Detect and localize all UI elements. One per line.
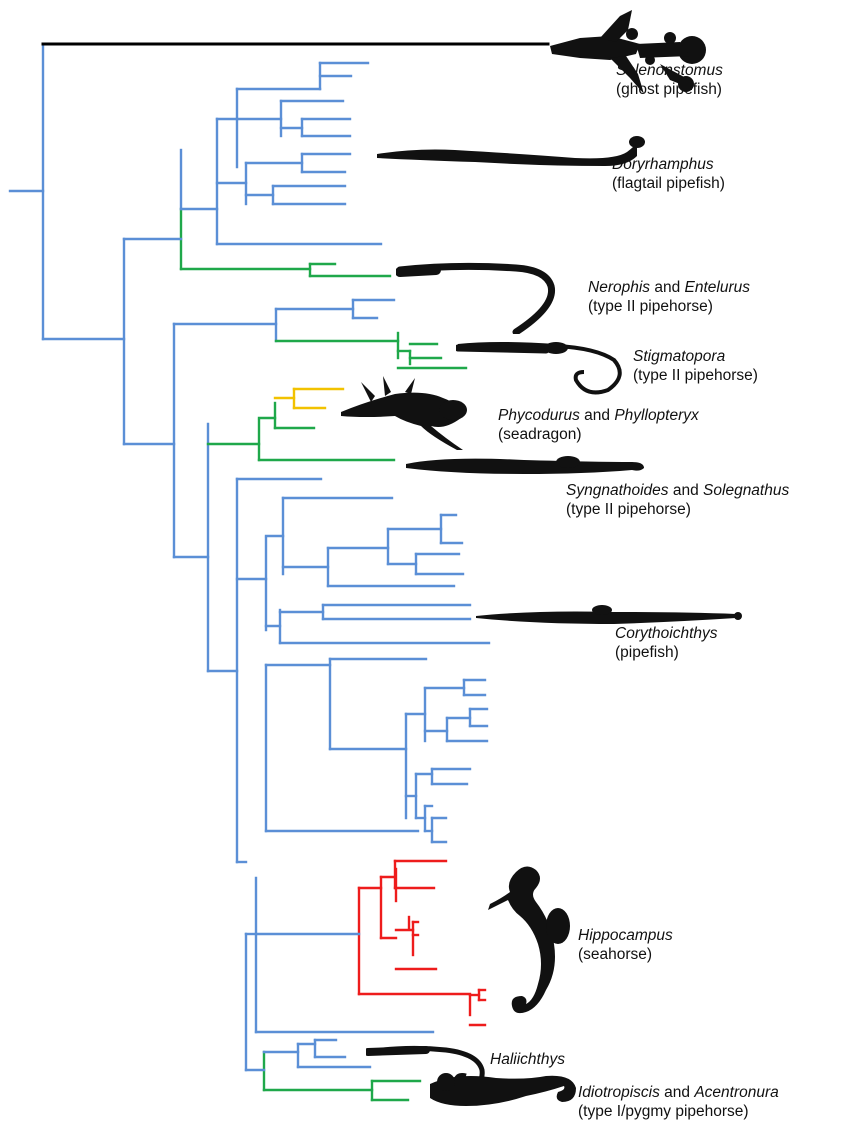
pipehorse-silhouette [404,450,650,478]
common-syngnathoides: (type II pipehorse) [566,501,691,518]
genus-nerophis: Nerophis [588,279,650,296]
genus-syngnathoides: Syngnathoides [566,482,669,499]
joiner-phycodurus: and [580,407,614,424]
common-idiotropiscis: (type I/pygmy pipehorse) [578,1103,749,1120]
genus-phycodurus: Phycodurus [498,407,580,424]
label-hippocampus: Hippocampus (seahorse) [578,926,673,964]
label-phycodurus: Phycodurus and Phyllopteryx (seadragon) [498,406,699,444]
genus-acentronura: Acentronura [694,1084,778,1101]
label-idiotropiscis: Idiotropiscis and Acentronura (type I/py… [578,1083,779,1121]
common-stigmatopora: (type II pipehorse) [633,367,758,384]
pipefish-silhouette [474,604,744,630]
common-nerophis: (type II pipehorse) [588,298,713,315]
label-nerophis: Nerophis and Entelurus (type II pipehors… [588,278,750,316]
genus-idiotropiscis: Idiotropiscis [578,1084,660,1101]
pygmy-pipehorse-silhouette [426,1062,586,1118]
seahorse-silhouette [486,860,578,1032]
genus-hippocampus: Hippocampus [578,927,673,944]
common-corythoichthys: (pipefish) [615,644,679,661]
genus-stigmatopora: Stigmatopora [633,348,725,365]
genus-phyllopteryx: Phyllopteryx [614,407,698,424]
label-syngnathoides: Syngnathoides and Solegnathus (type II p… [566,481,789,519]
ghost-pipefish-silhouette [540,8,730,98]
genus-solegnathus: Solegnathus [703,482,789,499]
joiner-idiotropiscis: and [660,1084,694,1101]
label-stigmatopora: Stigmatopora (type II pipehorse) [633,347,758,385]
common-hippocampus: (seahorse) [578,946,652,963]
flagtail-pipefish-silhouette [375,132,665,177]
genus-entelurus: Entelurus [685,279,750,296]
common-phycodurus: (seadragon) [498,426,582,443]
pipehorse-silhouette [396,262,566,334]
joiner-nerophis: and [650,279,684,296]
common-doryrhamphus: (flagtail pipefish) [612,175,725,192]
seadragon-silhouette [335,372,495,452]
joiner-syngnathoides: and [669,482,703,499]
